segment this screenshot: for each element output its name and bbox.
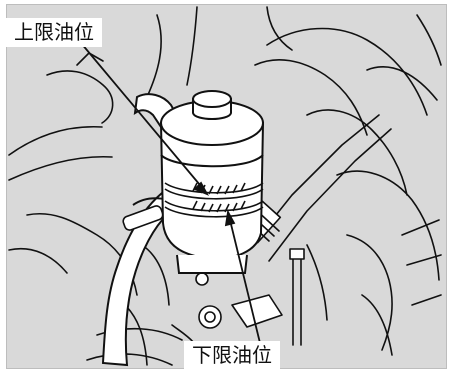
fluid-reservoir	[159, 90, 265, 274]
level-marks	[164, 182, 264, 218]
lower-leader-line	[228, 215, 261, 344]
lower-level-label: 下限油位	[184, 341, 280, 370]
engine-bay-drawing	[8, 6, 442, 367]
engine-contour	[46, 70, 114, 124]
upper-leader-line	[80, 42, 206, 192]
engine-contour	[8, 125, 103, 156]
engine-contour	[8, 155, 113, 181]
upper-level-label: 上限油位	[6, 18, 102, 47]
engine-bay-illustration	[6, 4, 447, 369]
